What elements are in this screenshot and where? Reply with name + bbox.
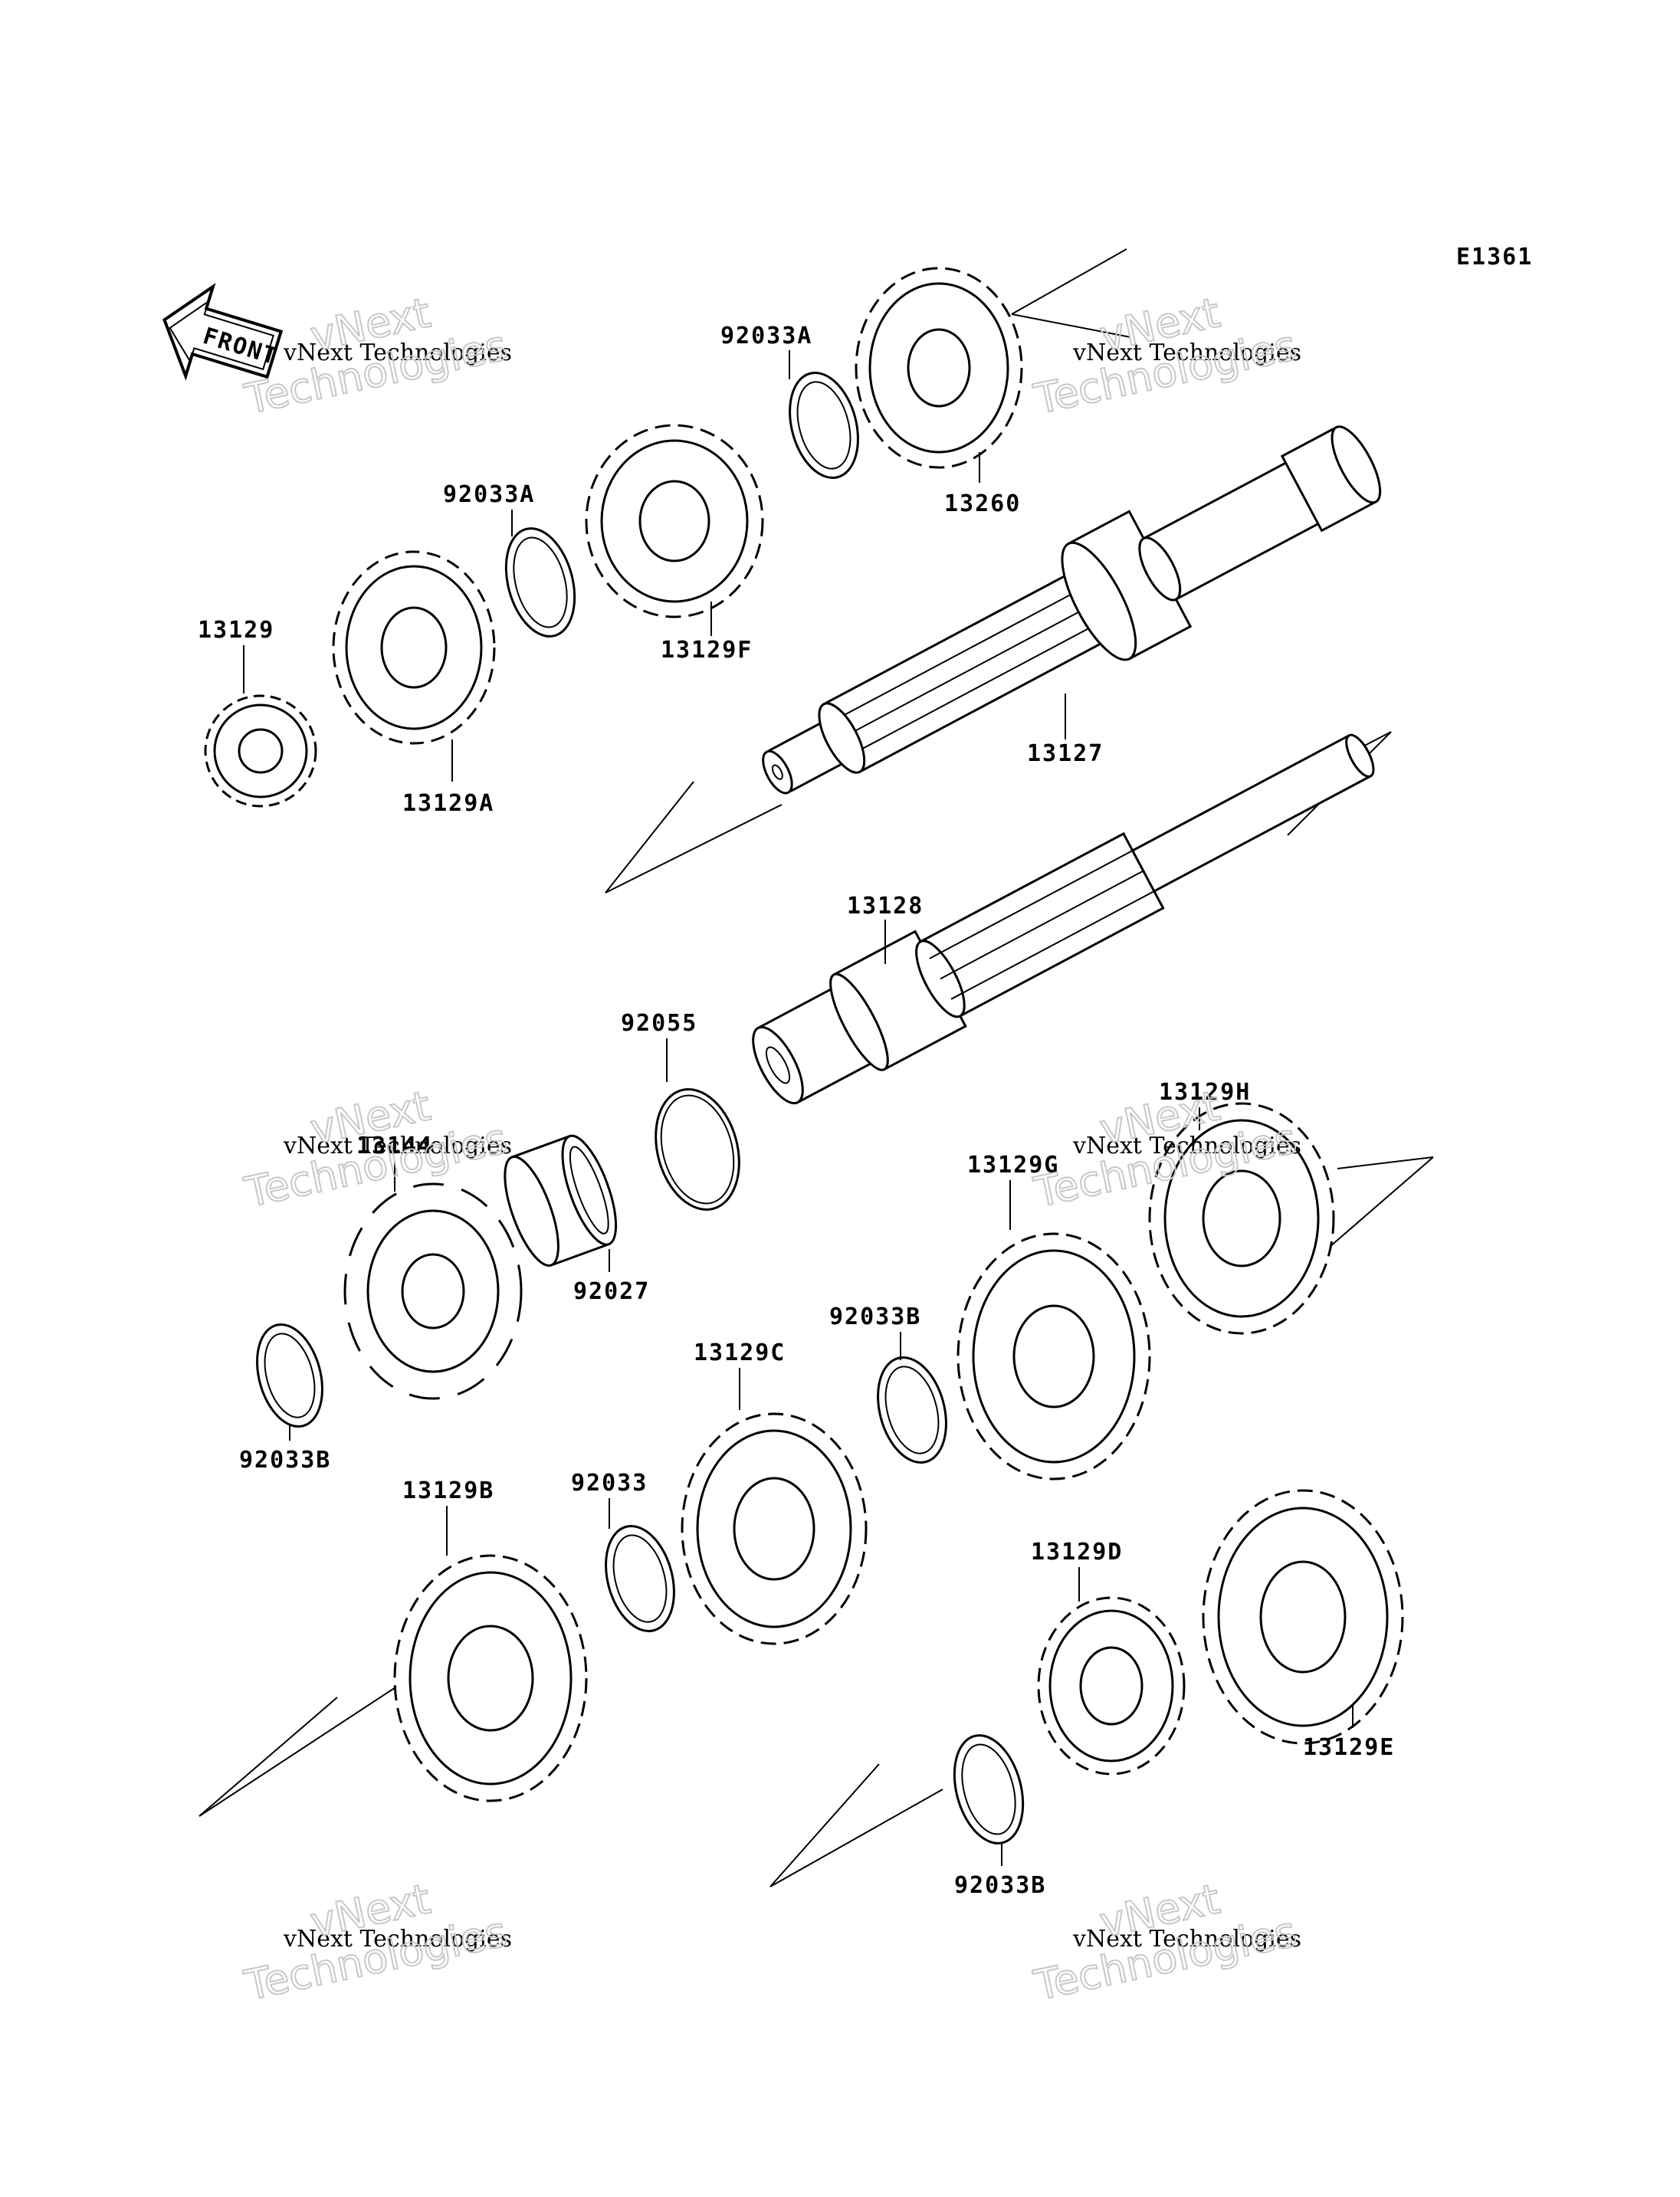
watermark-1: vNext Technologies vNext Technologies — [240, 287, 512, 425]
svg-text:vNext Technologies: vNext Technologies — [1072, 339, 1301, 366]
gear-13129: 13129 — [198, 617, 317, 808]
circlip-92055: 92055 — [621, 1010, 740, 1211]
shaft-13127: 13127 — [605, 248, 1382, 894]
label-13128: 13128 — [847, 893, 924, 920]
svg-text:vNext Technologies: vNext Technologies — [1072, 1926, 1301, 1953]
circlip-92033B-1: 92033B — [239, 1323, 331, 1474]
collar-92027: 92027 — [504, 1134, 650, 1305]
watermark-2: vNext Technologies vNext Technologies — [1029, 287, 1301, 425]
label-13129A: 13129A — [402, 790, 494, 817]
circlip-92033A-1: 92033A — [443, 481, 576, 638]
label-92033A-2: 92033A — [720, 323, 812, 349]
gear-13129H: 13129H — [1148, 1079, 1434, 1335]
shaft-13128: 13128 — [752, 731, 1392, 1105]
circlip-92033: 92033 — [571, 1470, 675, 1632]
label-13129F: 13129F — [661, 637, 753, 664]
circlip-92033B-2: 92033B — [829, 1303, 947, 1464]
label-92033B-2: 92033B — [829, 1303, 921, 1330]
label-92033A-1: 92033A — [443, 481, 535, 508]
gear-13129F: 13129F — [585, 424, 764, 664]
svg-text:vNext Technologies: vNext Technologies — [1072, 1133, 1301, 1159]
label-92055: 92055 — [621, 1010, 697, 1037]
circlip-92033A-2: 92033A — [720, 323, 859, 479]
label-92033B-3: 92033B — [954, 1872, 1046, 1899]
label-13144: 13144 — [356, 1133, 433, 1159]
label-92033B-1: 92033B — [239, 1447, 331, 1474]
gear-13129D: 13129D — [1031, 1539, 1186, 1776]
svg-text:vNext Technologies: vNext Technologies — [283, 1133, 512, 1159]
label-13129C: 13129C — [694, 1340, 786, 1366]
svg-text:vNext Technologies: vNext Technologies — [283, 339, 512, 366]
gear-13129G: 13129G — [956, 1152, 1151, 1481]
label-13260: 13260 — [944, 490, 1021, 517]
gear-13129A: 13129A — [332, 550, 496, 817]
label-92033: 92033 — [571, 1470, 648, 1497]
label-13129B: 13129B — [402, 1477, 494, 1504]
label-13129: 13129 — [198, 617, 274, 644]
svg-text:vNext Technologies: vNext Technologies — [283, 1926, 512, 1953]
diagram-code: E1361 — [1456, 244, 1533, 271]
label-13129G: 13129G — [967, 1152, 1059, 1179]
label-13129H: 13129H — [1159, 1079, 1251, 1106]
gear-13129B: 13129B — [199, 1477, 588, 1817]
gear-13260: 13260 — [855, 267, 1023, 517]
watermark-5: vNext Technologies vNext Technologies — [240, 1874, 512, 2011]
watermark-6: vNext Technologies vNext Technologies — [1029, 1874, 1301, 2011]
label-92027: 92027 — [573, 1278, 650, 1305]
gear-13129C: 13129C — [681, 1340, 868, 1645]
label-13129E: 13129E — [1303, 1734, 1395, 1761]
circlip-92033B-3: 92033B — [769, 1734, 1046, 1899]
gear-13129E: 13129E — [1202, 1489, 1404, 1761]
label-13127: 13127 — [1027, 740, 1104, 767]
front-arrow-icon: FRONT — [162, 283, 284, 381]
label-13129D: 13129D — [1031, 1539, 1123, 1566]
sprocket-13144: 13144 — [343, 1133, 523, 1400]
